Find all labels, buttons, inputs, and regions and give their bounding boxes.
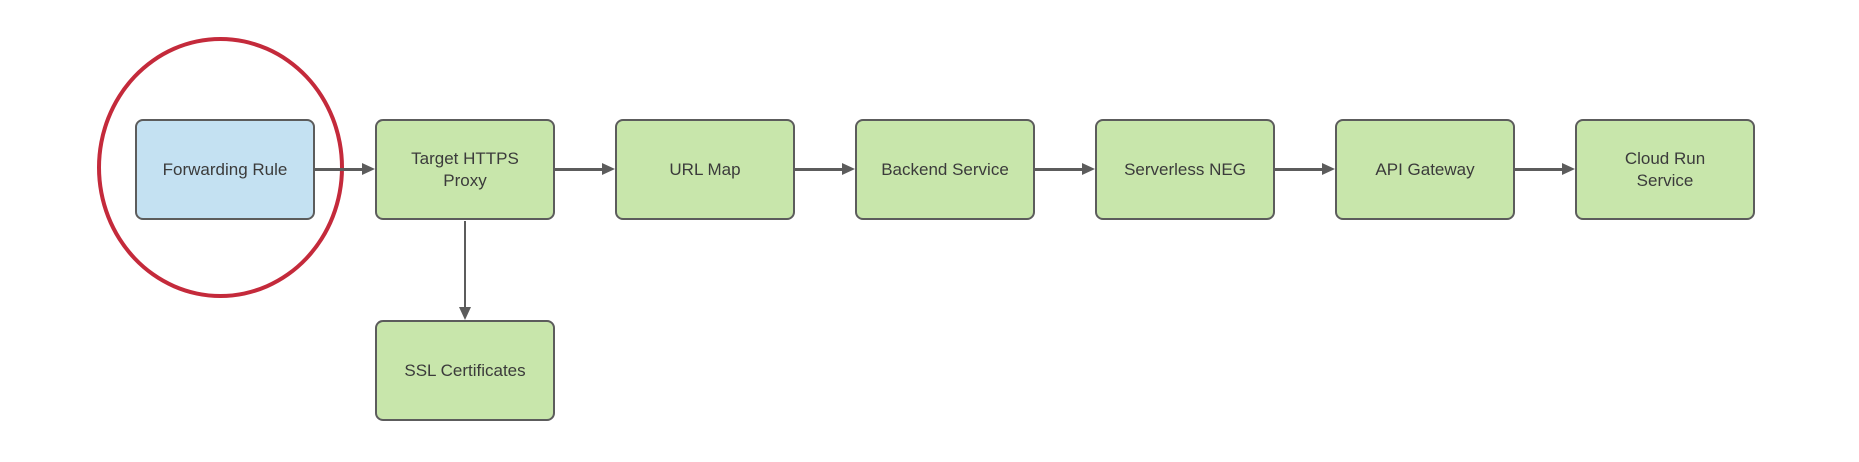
arrow-head-icon xyxy=(1562,163,1575,175)
arrow-shaft xyxy=(1515,168,1563,171)
arrow-shaft xyxy=(463,221,467,307)
node-target-https-proxy: Target HTTPS Proxy xyxy=(375,119,555,220)
edge-target-https-proxy-to-url-map xyxy=(555,163,615,176)
node-api-gateway-label: API Gateway xyxy=(1375,159,1475,179)
node-forwarding-rule: Forwarding Rule xyxy=(135,119,315,220)
edge-forwarding-rule-to-target-https-proxy xyxy=(315,163,375,176)
arrow-head-icon xyxy=(1082,163,1095,175)
node-target-https-proxy-label: Target HTTPS Proxy xyxy=(411,149,519,190)
edge-serverless-neg-to-api-gateway xyxy=(1275,163,1335,176)
edge-url-map-to-backend-service xyxy=(795,163,855,176)
arrow-head-icon xyxy=(602,163,615,175)
arrow-head-icon xyxy=(362,163,375,175)
arrow-head-icon xyxy=(1322,163,1335,175)
arrow-shaft xyxy=(1035,168,1083,171)
node-backend-service-label: Backend Service xyxy=(881,159,1009,179)
node-ssl-certificates: SSL Certificates xyxy=(375,320,555,421)
node-serverless-neg-label: Serverless NEG xyxy=(1124,159,1246,179)
node-ssl-certificates-label: SSL Certificates xyxy=(404,360,526,380)
highlight-ellipse xyxy=(97,37,344,298)
arrow-shaft xyxy=(315,168,363,171)
node-serverless-neg: Serverless NEG xyxy=(1095,119,1275,220)
edge-api-gateway-to-cloud-run-service xyxy=(1515,163,1575,176)
node-url-map: URL Map xyxy=(615,119,795,220)
node-cloud-run-service: Cloud Run Service xyxy=(1575,119,1755,220)
arrow-head-icon xyxy=(842,163,855,175)
arrow-shaft xyxy=(795,168,843,171)
node-cloud-run-service-label: Cloud Run Service xyxy=(1624,149,1706,190)
arrow-shaft xyxy=(555,168,603,171)
edge-target-https-proxy-to-ssl-certificates xyxy=(458,221,472,320)
arrow-shaft xyxy=(1275,168,1323,171)
arrow-head-icon xyxy=(458,307,471,320)
node-url-map-label: URL Map xyxy=(669,159,741,179)
edge-backend-service-to-serverless-neg xyxy=(1035,163,1095,176)
node-backend-service: Backend Service xyxy=(855,119,1035,220)
node-forwarding-rule-label: Forwarding Rule xyxy=(162,159,288,179)
node-api-gateway: API Gateway xyxy=(1335,119,1515,220)
